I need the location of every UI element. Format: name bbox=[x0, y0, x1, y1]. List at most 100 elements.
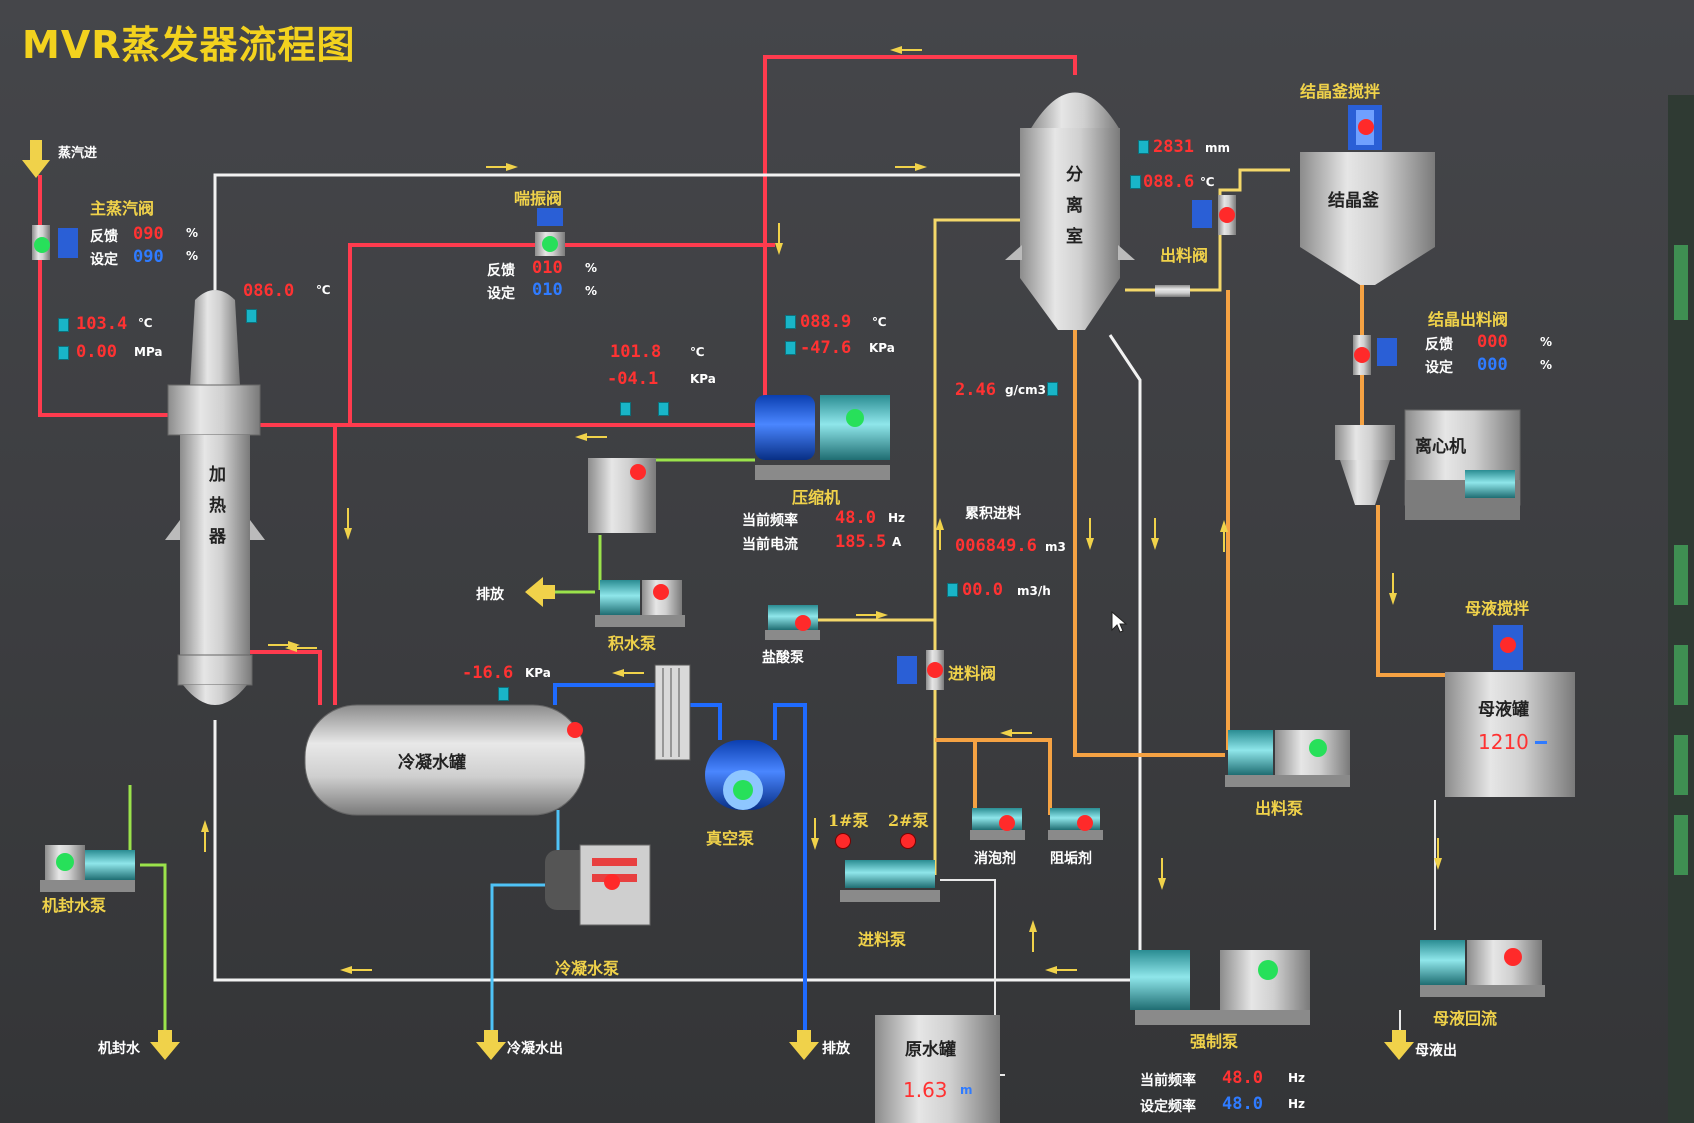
side-indicator bbox=[1674, 245, 1688, 320]
crystallizer-stir-label: 结晶釜搅拌 bbox=[1300, 82, 1381, 101]
forced-freq-value: 48.0 bbox=[1222, 1068, 1263, 1088]
compressor-vapor-pipe bbox=[763, 55, 1077, 425]
top-vapor-line bbox=[213, 173, 1025, 290]
separator-vessel bbox=[1005, 92, 1135, 330]
pump2-indicator bbox=[900, 833, 916, 849]
comp-out-temp-value: 088.9 bbox=[800, 312, 852, 332]
water-tank-pump-unit bbox=[595, 580, 685, 627]
feed-pump-unit bbox=[840, 860, 940, 902]
surge-valve bbox=[535, 208, 565, 256]
cond-press-tag bbox=[498, 687, 509, 701]
main-valve-feedback-value: 090 bbox=[133, 224, 164, 244]
condensate-out-line bbox=[490, 883, 545, 1040]
product-pipes bbox=[935, 285, 1445, 815]
main-valve-setpoint-input[interactable]: 090 bbox=[133, 247, 164, 267]
steam-temp-tag bbox=[58, 318, 69, 332]
crystal-outlet-valve bbox=[1353, 335, 1397, 375]
main-steam-valve bbox=[32, 225, 78, 260]
sep-temp-tag bbox=[1130, 175, 1141, 189]
crystal-setpoint-input[interactable]: 000 bbox=[1477, 355, 1508, 375]
forced-set-freq-label: 设定频率 bbox=[1140, 1099, 1196, 1115]
compressor-label: 压缩机 bbox=[792, 488, 841, 507]
raw-water-tank-label: 原水罐 bbox=[905, 1040, 956, 1060]
mother-return-pump-unit bbox=[1420, 940, 1545, 997]
flow-arrow bbox=[486, 163, 518, 171]
centrifuge bbox=[1335, 409, 1521, 520]
feed-riser bbox=[933, 218, 1025, 665]
mother-tank-vessel bbox=[1445, 625, 1575, 797]
defoamer-label: 消泡剂 bbox=[974, 851, 1016, 867]
steam-in-arrow bbox=[22, 140, 50, 178]
antiscalant-pump-unit bbox=[1048, 808, 1103, 840]
mother-tank-label: 母液罐 bbox=[1478, 700, 1529, 720]
cumulative-feed-value: 006849.6 bbox=[955, 536, 1037, 556]
acid-pump-unit bbox=[765, 605, 820, 640]
outlet-line bbox=[1073, 330, 1225, 757]
antiscalant-label: 阻垢剂 bbox=[1050, 851, 1092, 867]
feed-pump-label: 进料泵 bbox=[858, 930, 907, 949]
crystal-outlet-valve-label: 结晶出料阀 bbox=[1428, 310, 1509, 329]
flow-arrow bbox=[1086, 518, 1094, 550]
crystal-feedback-value: 000 bbox=[1477, 332, 1508, 352]
comp-temp-tag bbox=[785, 315, 796, 329]
outlet-pump-unit bbox=[1225, 730, 1350, 787]
vapor-pipes bbox=[213, 173, 1142, 982]
flow-arrow bbox=[285, 644, 317, 652]
surge-setpoint-input[interactable]: 010 bbox=[532, 280, 563, 300]
cond-press-value: -16.6 bbox=[462, 663, 514, 683]
steam-press-unit: MPa bbox=[134, 345, 163, 359]
vacuum-pipes bbox=[553, 683, 807, 1040]
pump1-label: 1#泵 bbox=[828, 811, 869, 830]
flow-arrow bbox=[1000, 729, 1032, 737]
surge-feedback-label: 反馈 bbox=[487, 263, 515, 279]
seal-water-pump-unit bbox=[40, 845, 135, 892]
cond-press-unit: KPa bbox=[525, 666, 551, 680]
comp-freq-label: 当前频率 bbox=[742, 513, 798, 529]
feed-flow-unit: m3/h bbox=[1017, 584, 1051, 598]
comp-current-label: 当前电流 bbox=[742, 537, 798, 553]
discharge-label: 排放 bbox=[476, 587, 504, 603]
comp-freq-value: 48.0 bbox=[835, 508, 876, 528]
crystal-feedback-unit: % bbox=[1540, 335, 1553, 349]
side-indicator bbox=[1674, 645, 1688, 705]
crystallizer-vessel bbox=[1300, 105, 1435, 285]
bottom-return-line bbox=[213, 720, 1135, 982]
pipe-temp-value: 101.8 bbox=[610, 342, 662, 362]
surge-setpoint-label: 设定 bbox=[487, 286, 515, 302]
crystal-feedback-label: 反馈 bbox=[1425, 337, 1453, 353]
outlet-valve bbox=[1192, 195, 1236, 235]
raw-water-level-unit: m bbox=[960, 1083, 973, 1097]
surge-setpoint-unit: % bbox=[585, 284, 598, 298]
comp-current-value: 185.5 bbox=[835, 532, 887, 552]
crystallizer-label: 结晶釜 bbox=[1328, 191, 1379, 211]
seal-pipes bbox=[128, 458, 755, 1040]
mother-level-value: 1210 bbox=[1478, 730, 1529, 754]
flow-arrow bbox=[890, 46, 922, 54]
acid-pump-label: 盐酸泵 bbox=[762, 650, 804, 666]
comp-current-unit: A bbox=[892, 535, 902, 549]
side-panel bbox=[1668, 95, 1694, 1123]
main-valve-label: 主蒸汽阀 bbox=[90, 199, 155, 218]
forced-set-freq-input[interactable]: 48.0 bbox=[1222, 1094, 1263, 1114]
steam-temp-unit: ℃ bbox=[138, 316, 153, 330]
flow-arrow bbox=[895, 163, 927, 171]
density-unit: g/cm3 bbox=[1005, 383, 1046, 397]
comp-freq-unit: Hz bbox=[888, 511, 906, 525]
misc-white-pipes bbox=[940, 800, 1436, 1076]
flow-arrow bbox=[1389, 573, 1397, 605]
pipe-press-tag bbox=[658, 402, 669, 416]
condensate-tank-vessel bbox=[304, 704, 586, 816]
pipe-press-value: -04.1 bbox=[607, 369, 659, 389]
comp-out-temp-unit: ℃ bbox=[872, 315, 887, 329]
flow-arrows bbox=[201, 46, 1442, 974]
flow-arrow bbox=[856, 611, 888, 619]
outlet-pump-label: 出料泵 bbox=[1255, 799, 1304, 818]
defoamer-pump-unit bbox=[970, 808, 1025, 840]
condensate-out-label: 冷凝水出 bbox=[507, 1041, 563, 1057]
page-title: MVR蒸发器流程图 bbox=[22, 23, 356, 67]
water-pipes bbox=[490, 810, 560, 1040]
mother-out-arrow bbox=[1384, 1030, 1414, 1060]
flow-arrow bbox=[612, 669, 644, 677]
